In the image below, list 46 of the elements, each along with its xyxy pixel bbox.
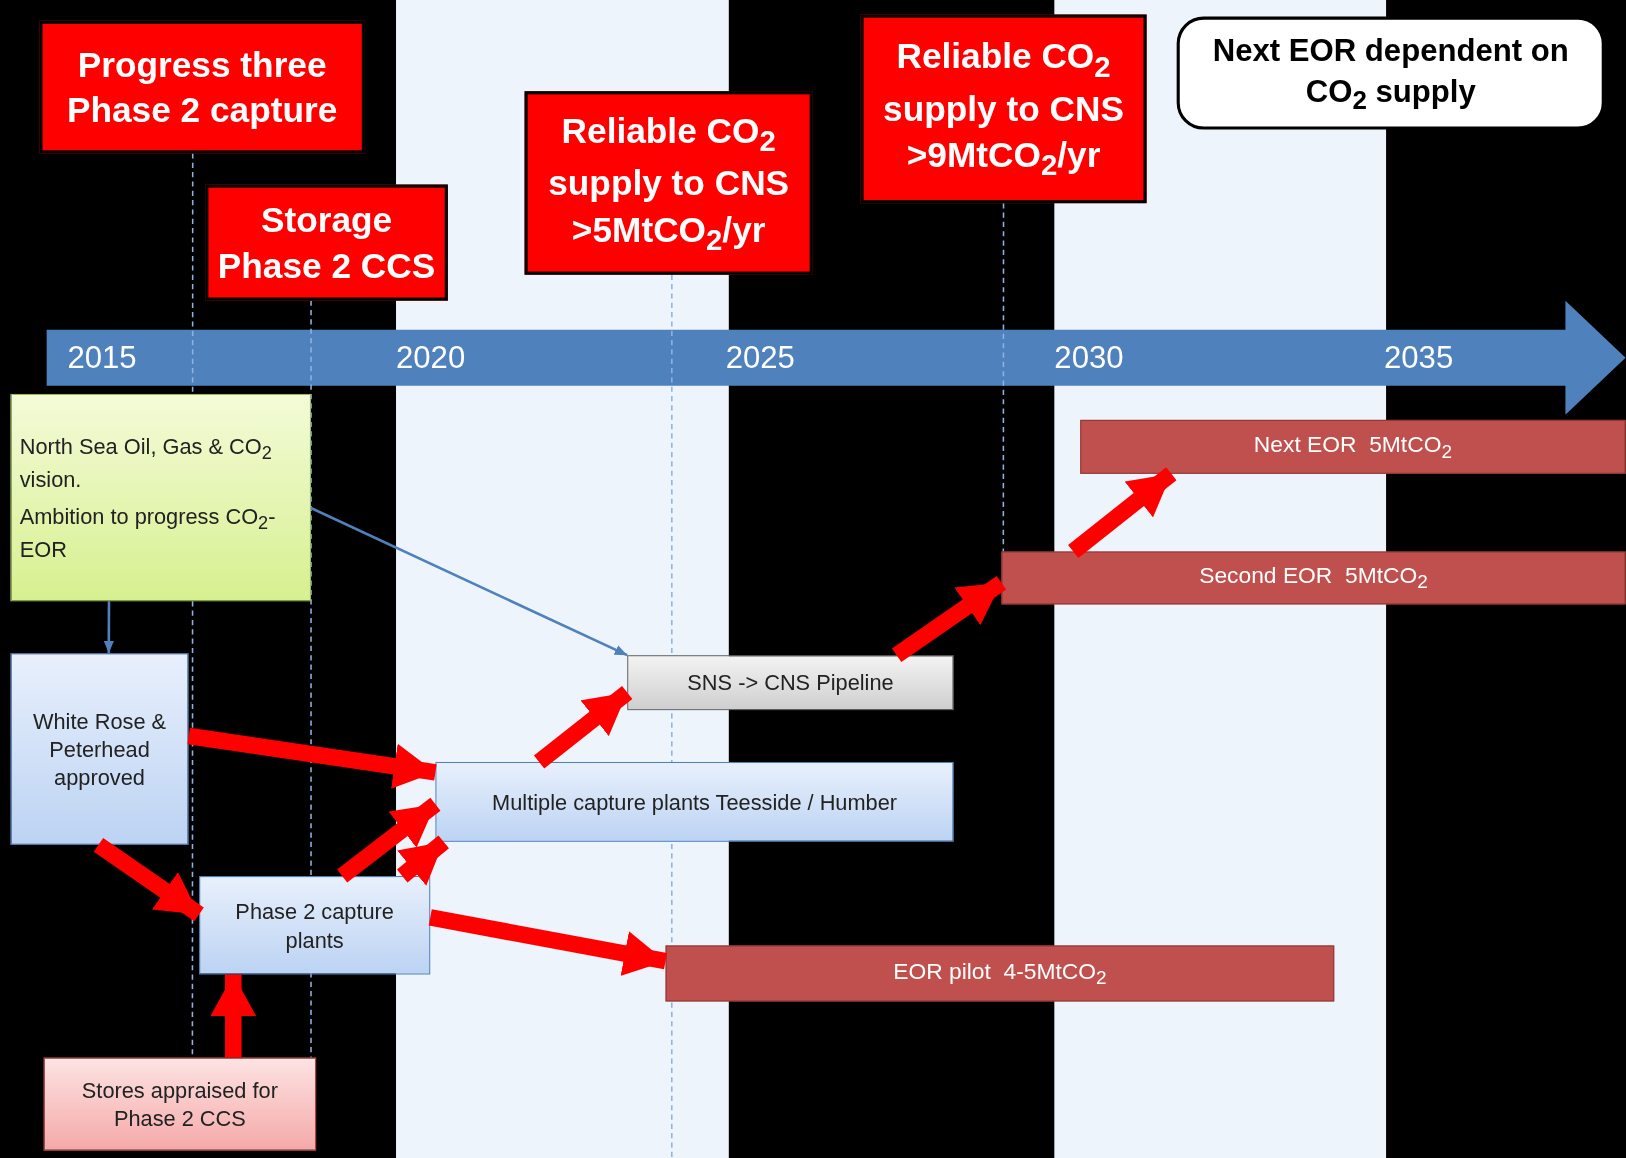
- arrow: [310, 506, 628, 657]
- process-box: [43, 1057, 317, 1151]
- arrow: [103, 601, 114, 654]
- box-text: Stores appraised for Phase 2 CCS: [80, 1076, 279, 1132]
- arrow: [1068, 467, 1177, 559]
- timeline-bar: [665, 945, 1335, 1002]
- arrow: [93, 838, 204, 922]
- box-text: Phase 2 capture plants: [234, 898, 395, 954]
- box-text: Multiple capture plants Teesside / Humber: [492, 788, 898, 817]
- box-text: North Sea Oil, Gas & CO$_{2}$ vision.: [19, 433, 273, 494]
- arrow: [428, 909, 668, 976]
- process-box: [435, 762, 954, 842]
- arrow: [337, 797, 441, 883]
- box-text: SNS -> CNS Pipeline: [687, 669, 894, 697]
- vision-box: [10, 393, 311, 602]
- year-label: 2020: [396, 340, 466, 376]
- year-label: 2030: [1054, 340, 1124, 376]
- year-label: 2035: [1384, 340, 1454, 376]
- process-box: [627, 655, 954, 711]
- milestone-box: [860, 14, 1147, 204]
- year-label: 2015: [67, 340, 137, 376]
- box-text: Next EOR 5MtCO$_{2}$: [1253, 430, 1452, 464]
- box-text: EOR pilot 4-5MtCO$_{2}$: [893, 956, 1107, 991]
- process-box: [10, 653, 189, 845]
- milestone-box: [39, 20, 365, 154]
- year-label: 2025: [725, 340, 795, 376]
- arrow: [210, 974, 257, 1058]
- box-text: Reliable CO$_{2}$ supply to CNS >9MtCO$_{2}$/yr: [882, 35, 1125, 184]
- timeline-bar: [1080, 419, 1626, 474]
- box-text: Next EOR dependent on CO$_{2}$ supply: [1211, 31, 1570, 116]
- timeline-bar: [1001, 551, 1626, 605]
- arrow: [891, 575, 1007, 662]
- box-text: White Rose & Peterhead approved: [31, 707, 168, 792]
- box-text: Progress three Phase 2 capture: [65, 43, 339, 132]
- process-box: [199, 876, 431, 975]
- milestone-box: [524, 91, 813, 275]
- box-text: Second EOR 5MtCO$_{2}$: [1199, 561, 1428, 595]
- milestone-box: [205, 184, 448, 301]
- box-text: Reliable CO$_{2}$ supply to CNS >5MtCO$_{2}$/yr: [547, 109, 791, 258]
- arrow: [187, 727, 437, 789]
- arrow: [396, 835, 449, 886]
- arrow: [533, 686, 633, 769]
- leader-line: [1002, 202, 1005, 553]
- note-box: [1176, 16, 1605, 130]
- box-text: Storage Phase 2 CCS: [216, 198, 437, 288]
- box-text: Ambition to progress CO$_{2}$-EOR: [19, 502, 277, 563]
